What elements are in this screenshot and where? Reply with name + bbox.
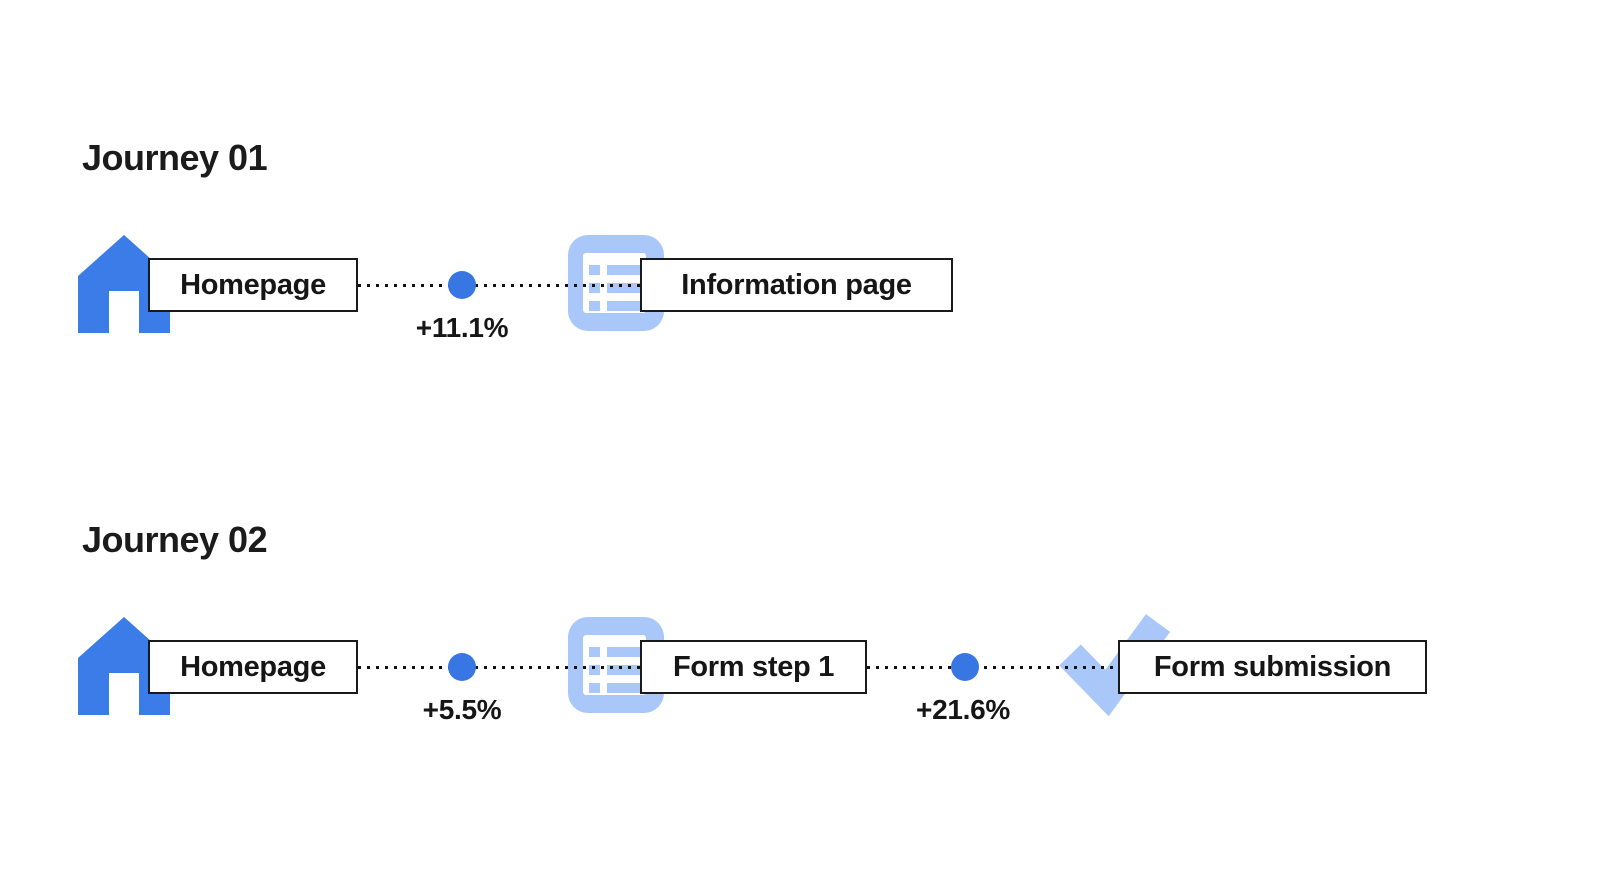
transition-dot — [951, 653, 979, 681]
transition-delta: +11.1% — [415, 312, 509, 343]
node-form-step-1: Form step 1 — [640, 640, 867, 694]
form-step-icon-sheet — [583, 635, 646, 695]
connector-line — [358, 284, 640, 287]
home-icon — [78, 235, 170, 333]
home-icon — [78, 617, 170, 715]
transition-dot — [448, 271, 476, 299]
transition-delta: +21.6% — [916, 694, 1010, 725]
node-homepage: Homepage — [148, 258, 358, 312]
transition-delta: +5.5% — [422, 694, 502, 725]
info-page-icon-sheet — [583, 253, 646, 313]
journey-01-title: Journey 01 — [82, 137, 268, 178]
transition-dot — [448, 653, 476, 681]
connector-line — [358, 666, 640, 669]
journey-02-title: Journey 02 — [82, 519, 268, 560]
node-homepage: Homepage — [148, 640, 358, 694]
node-form-submission: Form submission — [1118, 640, 1427, 694]
node-information-page: Information page — [640, 258, 953, 312]
connector-line — [867, 666, 1118, 669]
